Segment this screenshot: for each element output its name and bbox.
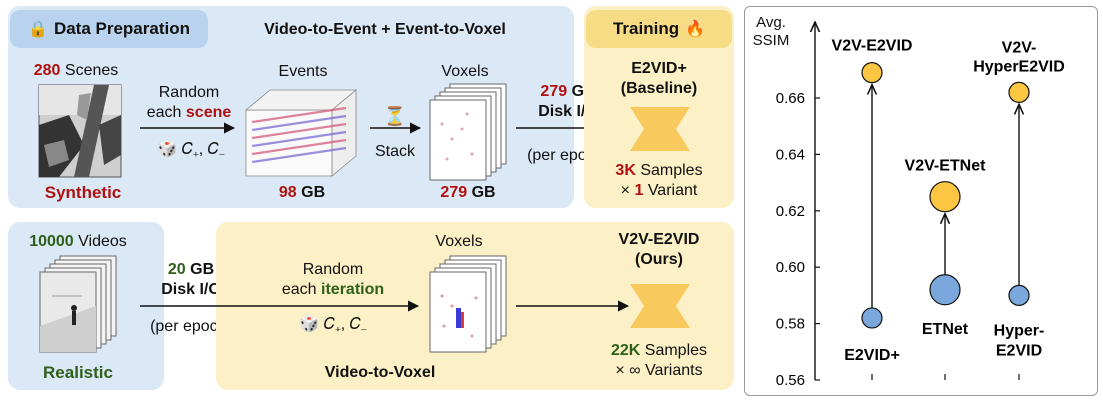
- fire-icon: 🔥: [685, 21, 706, 38]
- improved-point: [1008, 81, 1030, 103]
- ours-model-block: [630, 284, 690, 328]
- y-tick-label: 0.62: [776, 203, 805, 220]
- bottom-disk-io-label: 20 GB Disk I/O: [161, 261, 221, 298]
- synthetic-label: Synthetic: [44, 183, 122, 202]
- lock-icon: 🔒: [28, 21, 48, 38]
- bottom-voxels-label: Voxels: [435, 233, 483, 250]
- y-tick-label: 0.64: [776, 146, 805, 163]
- baseline-label: E2VID+: [844, 347, 900, 364]
- baseline-label: ETNet: [922, 321, 969, 338]
- chart-ylabel: Avg. SSIM: [752, 14, 790, 49]
- synthetic-scene-image: [38, 84, 122, 178]
- improved-label: HyperE2VID: [973, 58, 1065, 75]
- random-iteration-label: Random each iteration: [281, 261, 385, 298]
- bottom-per-epoch-label: (per epoch): [150, 318, 232, 335]
- y-tick-label: 0.56: [776, 372, 805, 389]
- y-tick-label: 0.58: [776, 316, 805, 333]
- stack-label: Stack: [374, 143, 415, 160]
- baseline-model-block: [630, 107, 690, 151]
- realistic-label: Realistic: [43, 363, 113, 382]
- baseline-samples-label: 3K Samples × 1 Variant: [615, 162, 703, 199]
- training-header: Training 🔥: [586, 10, 732, 48]
- data-preparation-header: 🔒 Data Preparation: [10, 10, 208, 48]
- baseline-point: [1008, 284, 1030, 306]
- hourglass-icon: ⏳: [383, 106, 407, 126]
- improved-point: [929, 181, 961, 213]
- pipeline-title: Video-to-Event + Event-to-Voxel: [264, 21, 506, 38]
- y-tick-label: 0.66: [776, 90, 805, 107]
- voxels-size-label: 279 GB: [440, 184, 496, 201]
- dice-icon: 🎲: [157, 141, 178, 158]
- ssim-chart-panel: [744, 6, 1098, 396]
- events-size-label: 98 GB: [278, 184, 326, 201]
- y-tick-label: 0.60: [776, 259, 805, 276]
- dice-icon: 🎲: [299, 316, 320, 333]
- bottom-arrows: [140, 300, 630, 312]
- contrast-threshold-label: 🎲 𝐶₊, 𝐶₋: [157, 141, 225, 158]
- baseline-label: E2VID: [996, 342, 1042, 359]
- baseline-label: Hyper-: [994, 322, 1045, 339]
- voxel-stack-image: [429, 83, 507, 181]
- events-label: Events: [278, 63, 328, 80]
- scenes-count-label: 280 Scenes: [33, 62, 119, 79]
- realistic-video-stack-image: [39, 255, 117, 353]
- bottom-contrast-threshold-label: 🎲 𝐶₊, 𝐶₋: [299, 316, 367, 333]
- improved-label: V2V-: [1002, 39, 1037, 56]
- voxels-label: Voxels: [441, 63, 489, 80]
- video-to-voxel-label: Video-to-Voxel: [324, 364, 436, 381]
- improved-label: V2V-E2VID: [832, 38, 913, 55]
- improved-point: [861, 62, 883, 84]
- improved-label: V2V-ETNet: [905, 158, 987, 175]
- ours-samples-label: 22K Samples × ∞ Variants: [610, 342, 708, 379]
- bottom-voxel-stack-image: [429, 255, 507, 353]
- random-scene-label: Random each scene: [146, 84, 232, 121]
- baseline-model-name: E2VID+ (Baseline): [620, 60, 698, 97]
- ours-model-name: V2V-E2VID (Ours): [618, 231, 700, 268]
- baseline-point: [861, 307, 883, 329]
- baseline-point: [929, 274, 961, 306]
- videos-count-label: 10000 Videos: [29, 233, 127, 250]
- events-cube-plot: [244, 89, 358, 177]
